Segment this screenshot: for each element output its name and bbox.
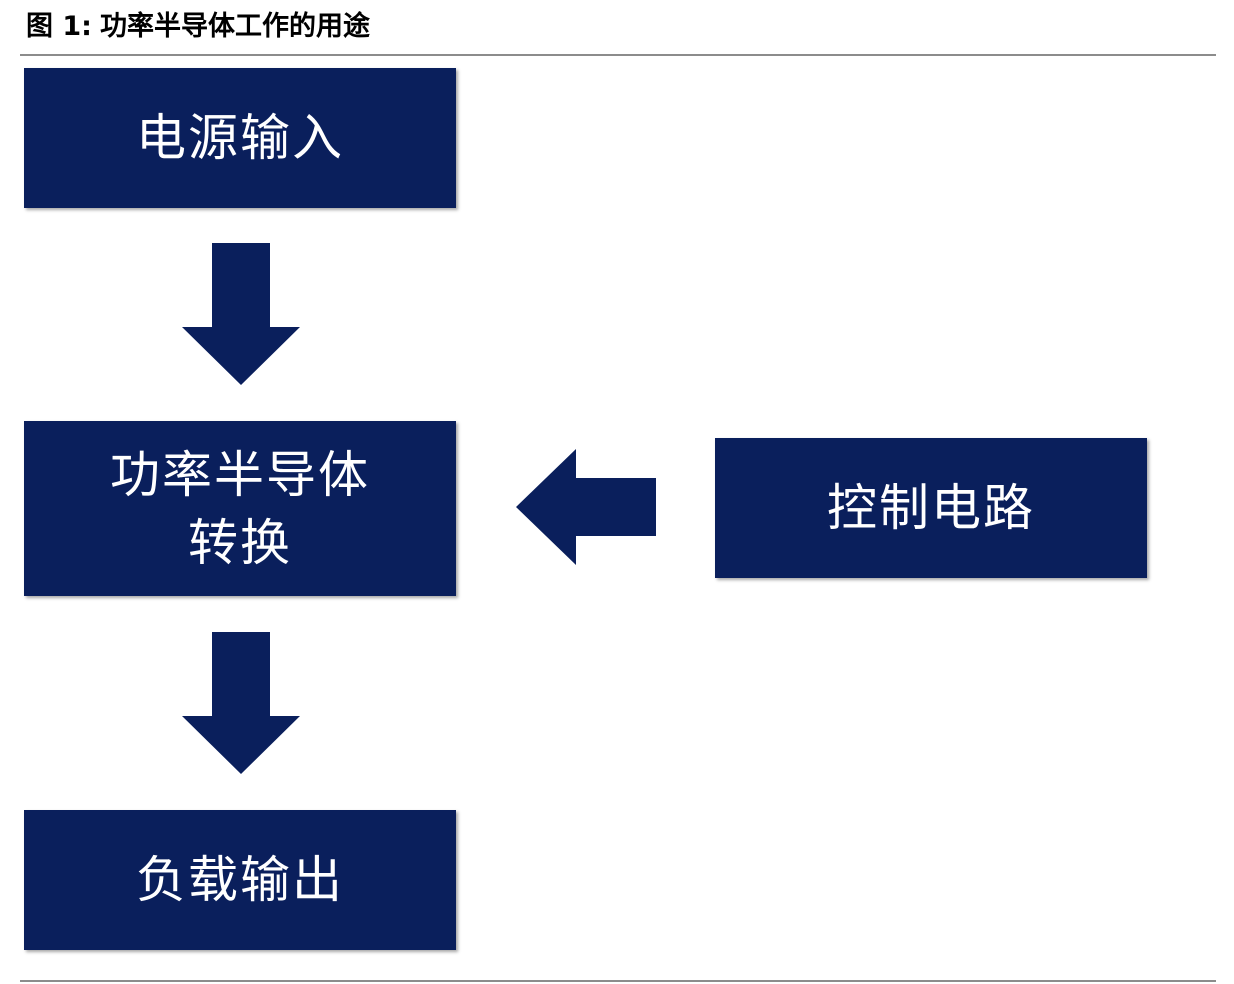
- top-divider: [20, 54, 1216, 56]
- node-power-semiconductor: 功率半导体 转换: [24, 421, 456, 596]
- arrow-left-icon: [516, 449, 656, 565]
- figure-title: 功率半导体工作的用途: [99, 11, 370, 42]
- figure-caption: 图 1:功率半导体工作的用途: [26, 6, 370, 48]
- node-power-semiconductor-label: 功率半导体 转换: [110, 441, 370, 577]
- figure-number: 图 1:: [26, 11, 92, 42]
- node-power-semiconductor-label-line2: 转换: [188, 513, 292, 572]
- node-power-input: 电源输入: [24, 68, 456, 208]
- node-control-circuit: 控制电路: [715, 438, 1147, 578]
- bottom-divider: [20, 980, 1216, 982]
- node-load-output: 负载输出: [24, 810, 456, 950]
- node-power-semiconductor-label-line1: 功率半导体: [110, 445, 370, 504]
- arrow-down-icon: [182, 243, 300, 385]
- arrow-down-icon: [182, 632, 300, 774]
- node-control-circuit-label: 控制电路: [827, 479, 1035, 537]
- node-power-input-label: 电源输入: [136, 109, 344, 167]
- node-load-output-label: 负载输出: [136, 851, 344, 909]
